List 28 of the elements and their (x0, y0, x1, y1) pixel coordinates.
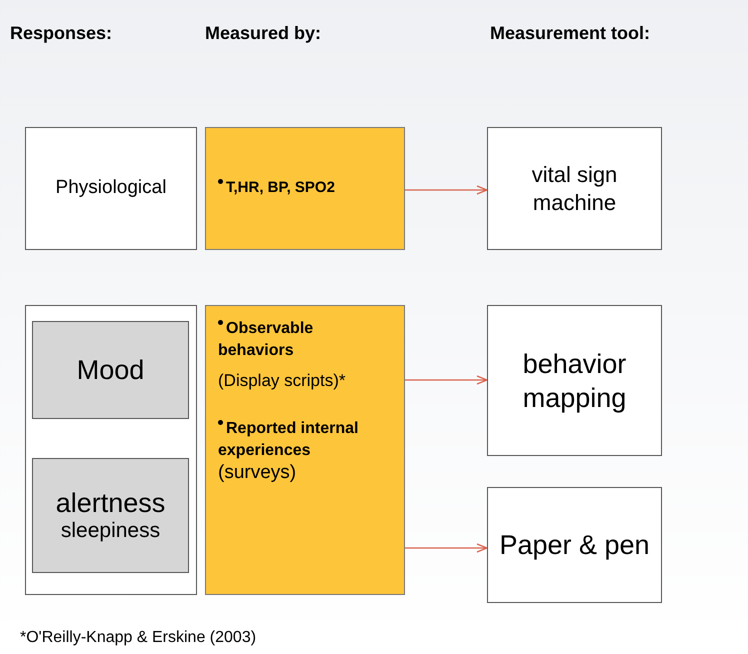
measure-box (205, 305, 405, 595)
category-box (32, 321, 189, 419)
arrow (405, 543, 488, 553)
column-header: Responses: (10, 22, 112, 45)
column-header: Measured by: (205, 22, 322, 45)
arrow (405, 185, 488, 195)
box-text: behavior mapping (522, 348, 628, 414)
footnote: *O'Reilly-Knapp & Erskine (2003) (20, 628, 256, 648)
arrow (405, 375, 488, 385)
measure-box (205, 127, 405, 250)
measure-text: Reported internal experiences (218, 419, 360, 461)
column-header: Measurement tool: (490, 22, 650, 45)
response-box (25, 127, 197, 250)
box-text: vital sign machine (530, 160, 618, 216)
category-box (32, 458, 189, 573)
response-box (487, 487, 662, 603)
response-box (25, 305, 197, 595)
measure-text: T,HR, BP, SPO2 (206, 177, 404, 200)
response-box (487, 305, 662, 456)
category-subtext: sleepiness (60, 518, 160, 544)
box-text: Physiological (54, 176, 168, 200)
measure-note: (surveys) (218, 462, 298, 484)
box-text: Mood (76, 354, 146, 387)
category-text: alertness (56, 488, 166, 518)
response-box (487, 127, 662, 250)
measure-note: (Display scripts)* (218, 370, 347, 392)
box-text: Paper & pen (498, 529, 651, 562)
measure-text: Observable behaviors (218, 319, 314, 361)
